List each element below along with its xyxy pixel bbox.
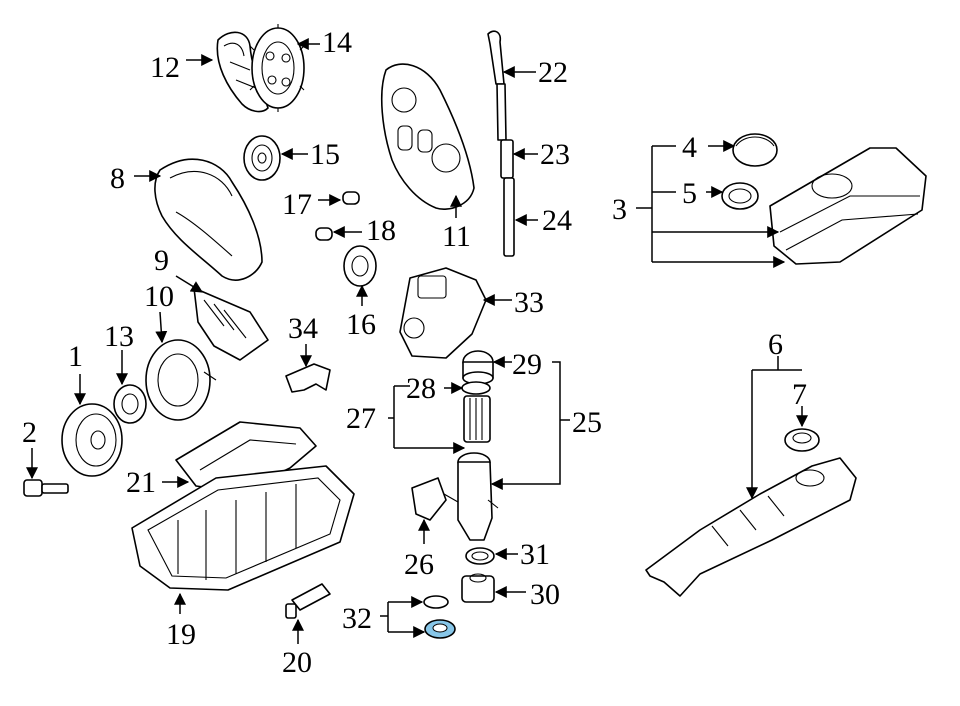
callout-26: 26 [404,548,434,581]
oil-cooler-part [461,573,495,603]
valve-cover-part [769,147,927,265]
callout-30: 30 [530,578,560,611]
callout-24: 24 [542,204,572,237]
seal-plate-part [145,339,217,421]
crankshaft-pulley-part [61,403,123,477]
tensioner-pulley-part [243,135,281,181]
sealant-tube-part [285,583,331,619]
callout-5: 5 [682,177,697,210]
callout-15: 15 [310,138,340,171]
filter-o-ring-part [461,381,491,395]
vacuum-pump-part [399,267,487,359]
filter-element-part [463,395,491,443]
filter-housing-bracket-part [411,477,447,521]
pulley-bolt-part [23,479,69,497]
timing-cover-part [154,158,263,281]
callout-7: 7 [792,378,807,411]
callout-numbers: 12 14 15 8 17 18 16 11 22 23 24 4 5 3 9 … [22,26,807,679]
callout-32: 32 [342,602,372,635]
engine-cover-part [645,457,857,597]
callout-25: 25 [572,406,602,439]
callout-10: 10 [144,280,174,313]
sprocket-part [249,24,305,112]
gasket-highlight-part [424,619,456,639]
timing-belt-part [216,31,269,113]
callout-31: 31 [520,538,550,571]
callout-14: 14 [322,26,352,59]
callout-20: 20 [282,646,312,679]
callout-17: 17 [282,188,312,221]
cover-seal-part [784,428,820,452]
callout-2: 2 [22,416,37,449]
callout-13: 13 [104,320,134,353]
callout-11: 11 [442,220,471,253]
callout-19: 19 [166,618,196,651]
inner-timing-cover-part [193,287,269,361]
callout-22: 22 [538,56,568,89]
callout-28: 28 [406,372,436,405]
mounting-bracket-part [285,363,331,393]
callout-29: 29 [512,348,542,381]
cap-seal-part [721,182,759,210]
callout-21: 21 [126,466,156,499]
bushing-part [315,227,333,241]
filter-housing-part [443,452,499,541]
callout-1: 1 [68,340,83,373]
callout-9: 9 [154,244,169,277]
housing-seal-part [465,547,495,565]
dowel-pin-part [342,191,360,205]
callout-27: 27 [346,402,376,435]
callout-23: 23 [540,138,570,171]
dipstick-part [487,30,515,257]
crank-hub-part [113,384,147,424]
callout-12: 12 [150,51,180,84]
filter-cap-part [462,350,494,385]
callout-3: 3 [612,193,627,226]
gasket-ring-part [423,595,449,609]
leader-lines [26,38,808,644]
bearing-part [343,245,377,287]
callout-16: 16 [346,308,376,341]
callout-34: 34 [288,312,318,345]
oil-cap-part [732,133,778,167]
callout-18: 18 [366,214,396,247]
callout-33: 33 [514,286,544,319]
callout-6: 6 [768,328,783,361]
oil-pan-part [131,465,355,591]
callout-8: 8 [110,162,125,195]
callout-4: 4 [682,131,697,164]
rear-cover-part [380,63,475,210]
